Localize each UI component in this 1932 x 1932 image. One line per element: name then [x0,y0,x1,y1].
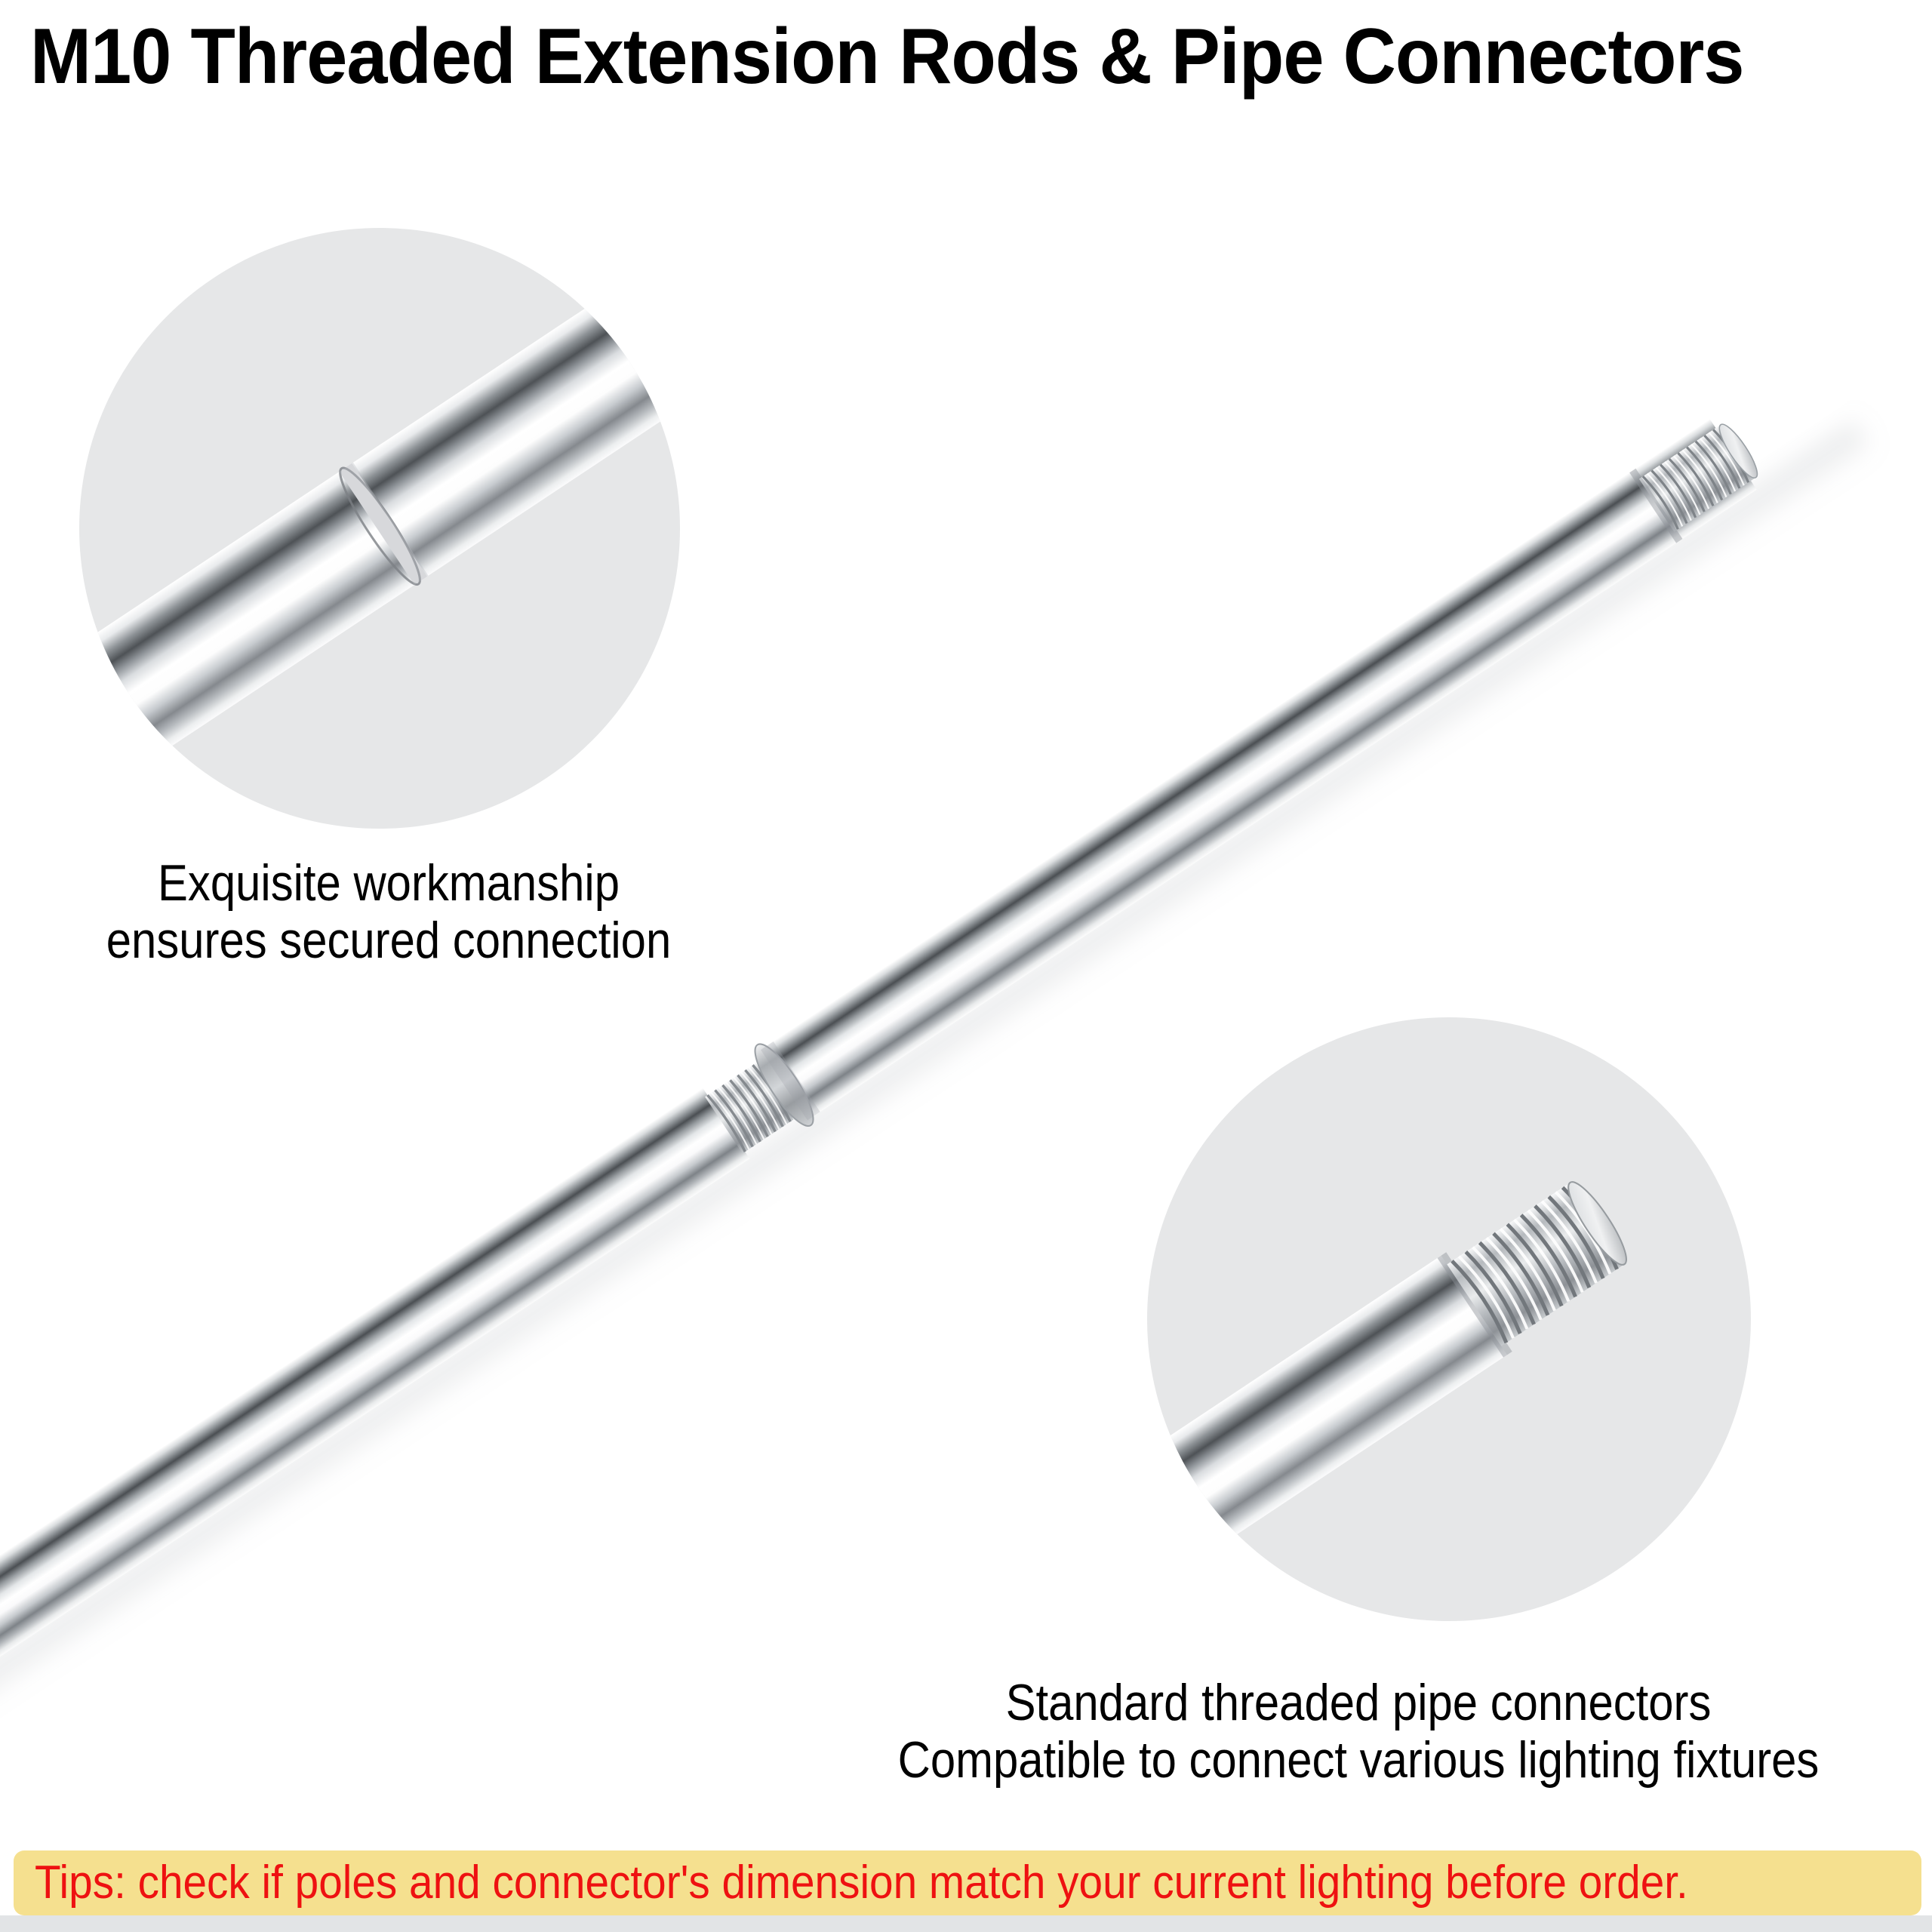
rod-thread-tip [1629,423,1758,543]
caption-line: Exquisite workmanship [158,854,620,912]
feature-caption-connectors: Standard threaded pipe connectors Compat… [867,1674,1850,1789]
inset-circle-workmanship [79,228,680,829]
feature-caption-workmanship: Exquisite workmanship ensures secured co… [60,854,717,969]
tips-banner: Tips: check if poles and connector's dim… [14,1850,1921,1915]
caption-line: ensures secured connection [106,912,672,970]
tips-text: Tips: check if poles and connector's dim… [35,1857,1688,1909]
main-rod [0,419,1875,1780]
caption-line: Compatible to connect various lighting f… [897,1731,1820,1789]
mid-coupling [705,1041,820,1154]
page-title: M10 Threaded Extension Rods & Pipe Conne… [30,13,1744,100]
bottom-strip [0,1915,1932,1932]
caption-line: Standard threaded pipe connectors [1005,1674,1712,1731]
inset-circle-connectors [1147,1017,1751,1621]
